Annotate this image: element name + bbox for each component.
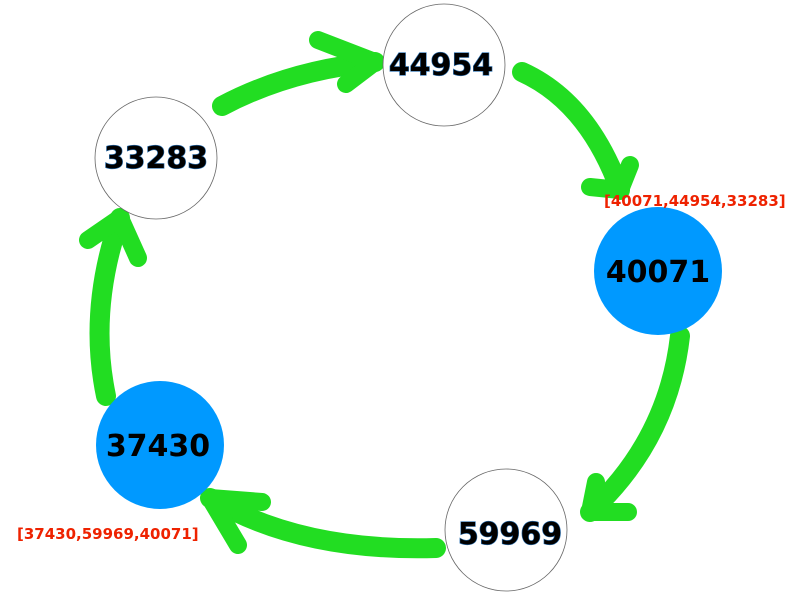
node-label: 37430	[106, 429, 210, 464]
node-37430: 37430	[96, 381, 224, 509]
node-label: 33283	[104, 141, 208, 176]
node-44954: 44954	[382, 3, 506, 127]
node-40071: 40071	[594, 207, 722, 335]
annotation-bottom-left: [37430,59969,40071]	[17, 525, 199, 543]
node-label: 40071	[606, 255, 710, 290]
node-59969: 59969	[444, 468, 568, 592]
nodes: 44954 40071 59969 37430 33283	[94, 3, 722, 592]
node-33283: 33283	[94, 96, 218, 220]
edge-37430-to-33283	[79, 208, 147, 406]
edge-44954-to-40071	[512, 62, 639, 200]
node-label: 59969	[458, 517, 562, 552]
edges	[79, 31, 690, 559]
node-label: 44954	[389, 48, 493, 83]
annotation-top-right: [40071,44954,33283]	[604, 192, 786, 210]
edge-59969-to-37430	[200, 488, 446, 559]
edge-40071-to-59969	[580, 326, 690, 522]
edge-33283-to-44954	[212, 31, 385, 116]
